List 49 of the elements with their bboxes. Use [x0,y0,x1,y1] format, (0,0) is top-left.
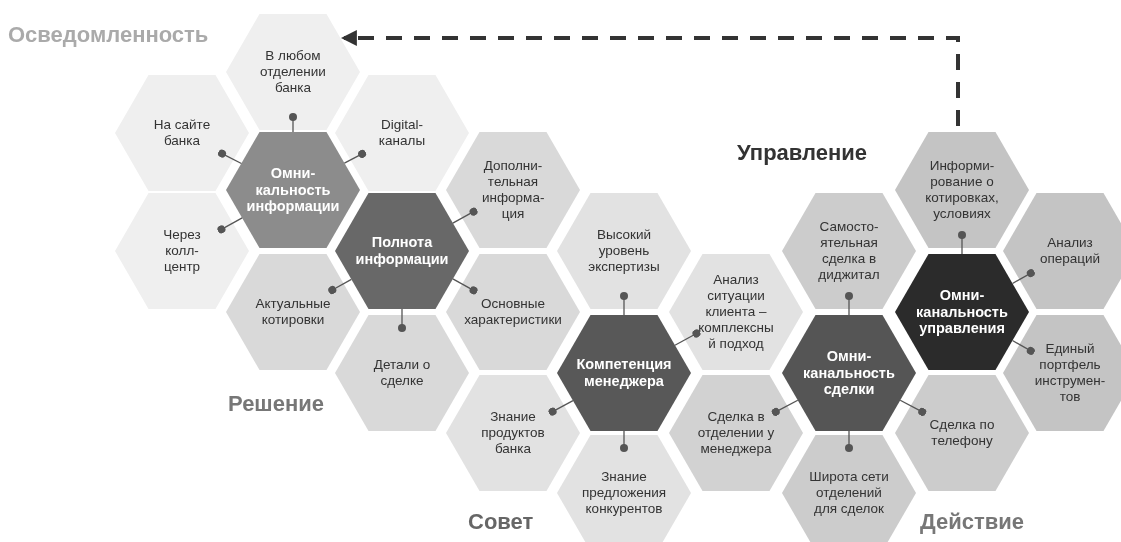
hexagon-title: Компетенция менеджера [575,356,673,390]
connector-line [343,149,367,164]
hexagon-label: На сайте банка [152,116,212,150]
hexagon-label: Сделка по телефону [928,416,996,450]
connector-line [620,430,628,452]
stage-label: Решение [228,391,324,417]
hexagon-label: Актуальные котировки [254,295,332,329]
hexagon-label: Сделка в отделении у менеджера [696,408,776,458]
hexagon-title: Омни-канальность управления [915,287,1009,337]
connector-line [845,430,853,452]
stage-label: Управление [737,140,867,166]
hexagon-label: Детали о сделке [372,356,432,390]
hexagon-label: В любом отделении банка [259,47,327,97]
hexagon-label: Знание продуктов банка [480,408,546,458]
dashed-arrow [340,30,960,126]
hexagon-label: Анализ ситуации клиента – комплексны й подход [697,271,775,353]
connector-line [845,292,853,316]
connector-line [289,113,297,133]
connector-line [1011,339,1035,355]
connector-line [398,308,406,332]
connector-line [771,399,799,416]
connector-line [218,149,243,165]
connector-line [674,329,701,346]
hexagon-label: Широта сети отделений для сделок [808,468,890,518]
stage-label: Действие [920,509,1024,535]
hexagon-label: Анализ операций [1038,234,1102,268]
stage-label: Осведомленность [8,22,209,48]
connector-line [1011,269,1035,285]
hexagon-label: Единый портфель инструмен-тов [1033,340,1107,406]
hexagon-label: Самосто-ятельная сделка в диджитал [817,218,881,284]
hexagon-label: Через колл-центр [162,226,202,276]
hexagon-label: Digital-каналы [377,116,427,150]
hexagon-label: Основные характеристики [463,295,563,329]
hexagon-label: Знание предложения конкурентов [580,468,668,518]
connector-line [452,207,478,224]
connector-line [899,399,927,416]
hexagon-label: Информи-рование о котировках, условиях [924,157,1000,223]
stage-label: Совет [468,509,534,535]
connector-line [548,399,574,416]
connector-line [452,278,478,295]
hexagon-title: Омни-канальность сделки [802,348,896,398]
hexagon-title: Омни-кальность информации [245,165,341,215]
connector-line [958,231,966,255]
connector-line [620,292,628,316]
hexagon-label: Дополни-тельная информа-ция [482,157,544,223]
hexagon-title: Полнота информации [354,234,450,268]
connector-line [328,278,353,294]
connector-line [217,217,243,234]
hexagon-label: Высокий уровень экспертизы [587,226,661,276]
